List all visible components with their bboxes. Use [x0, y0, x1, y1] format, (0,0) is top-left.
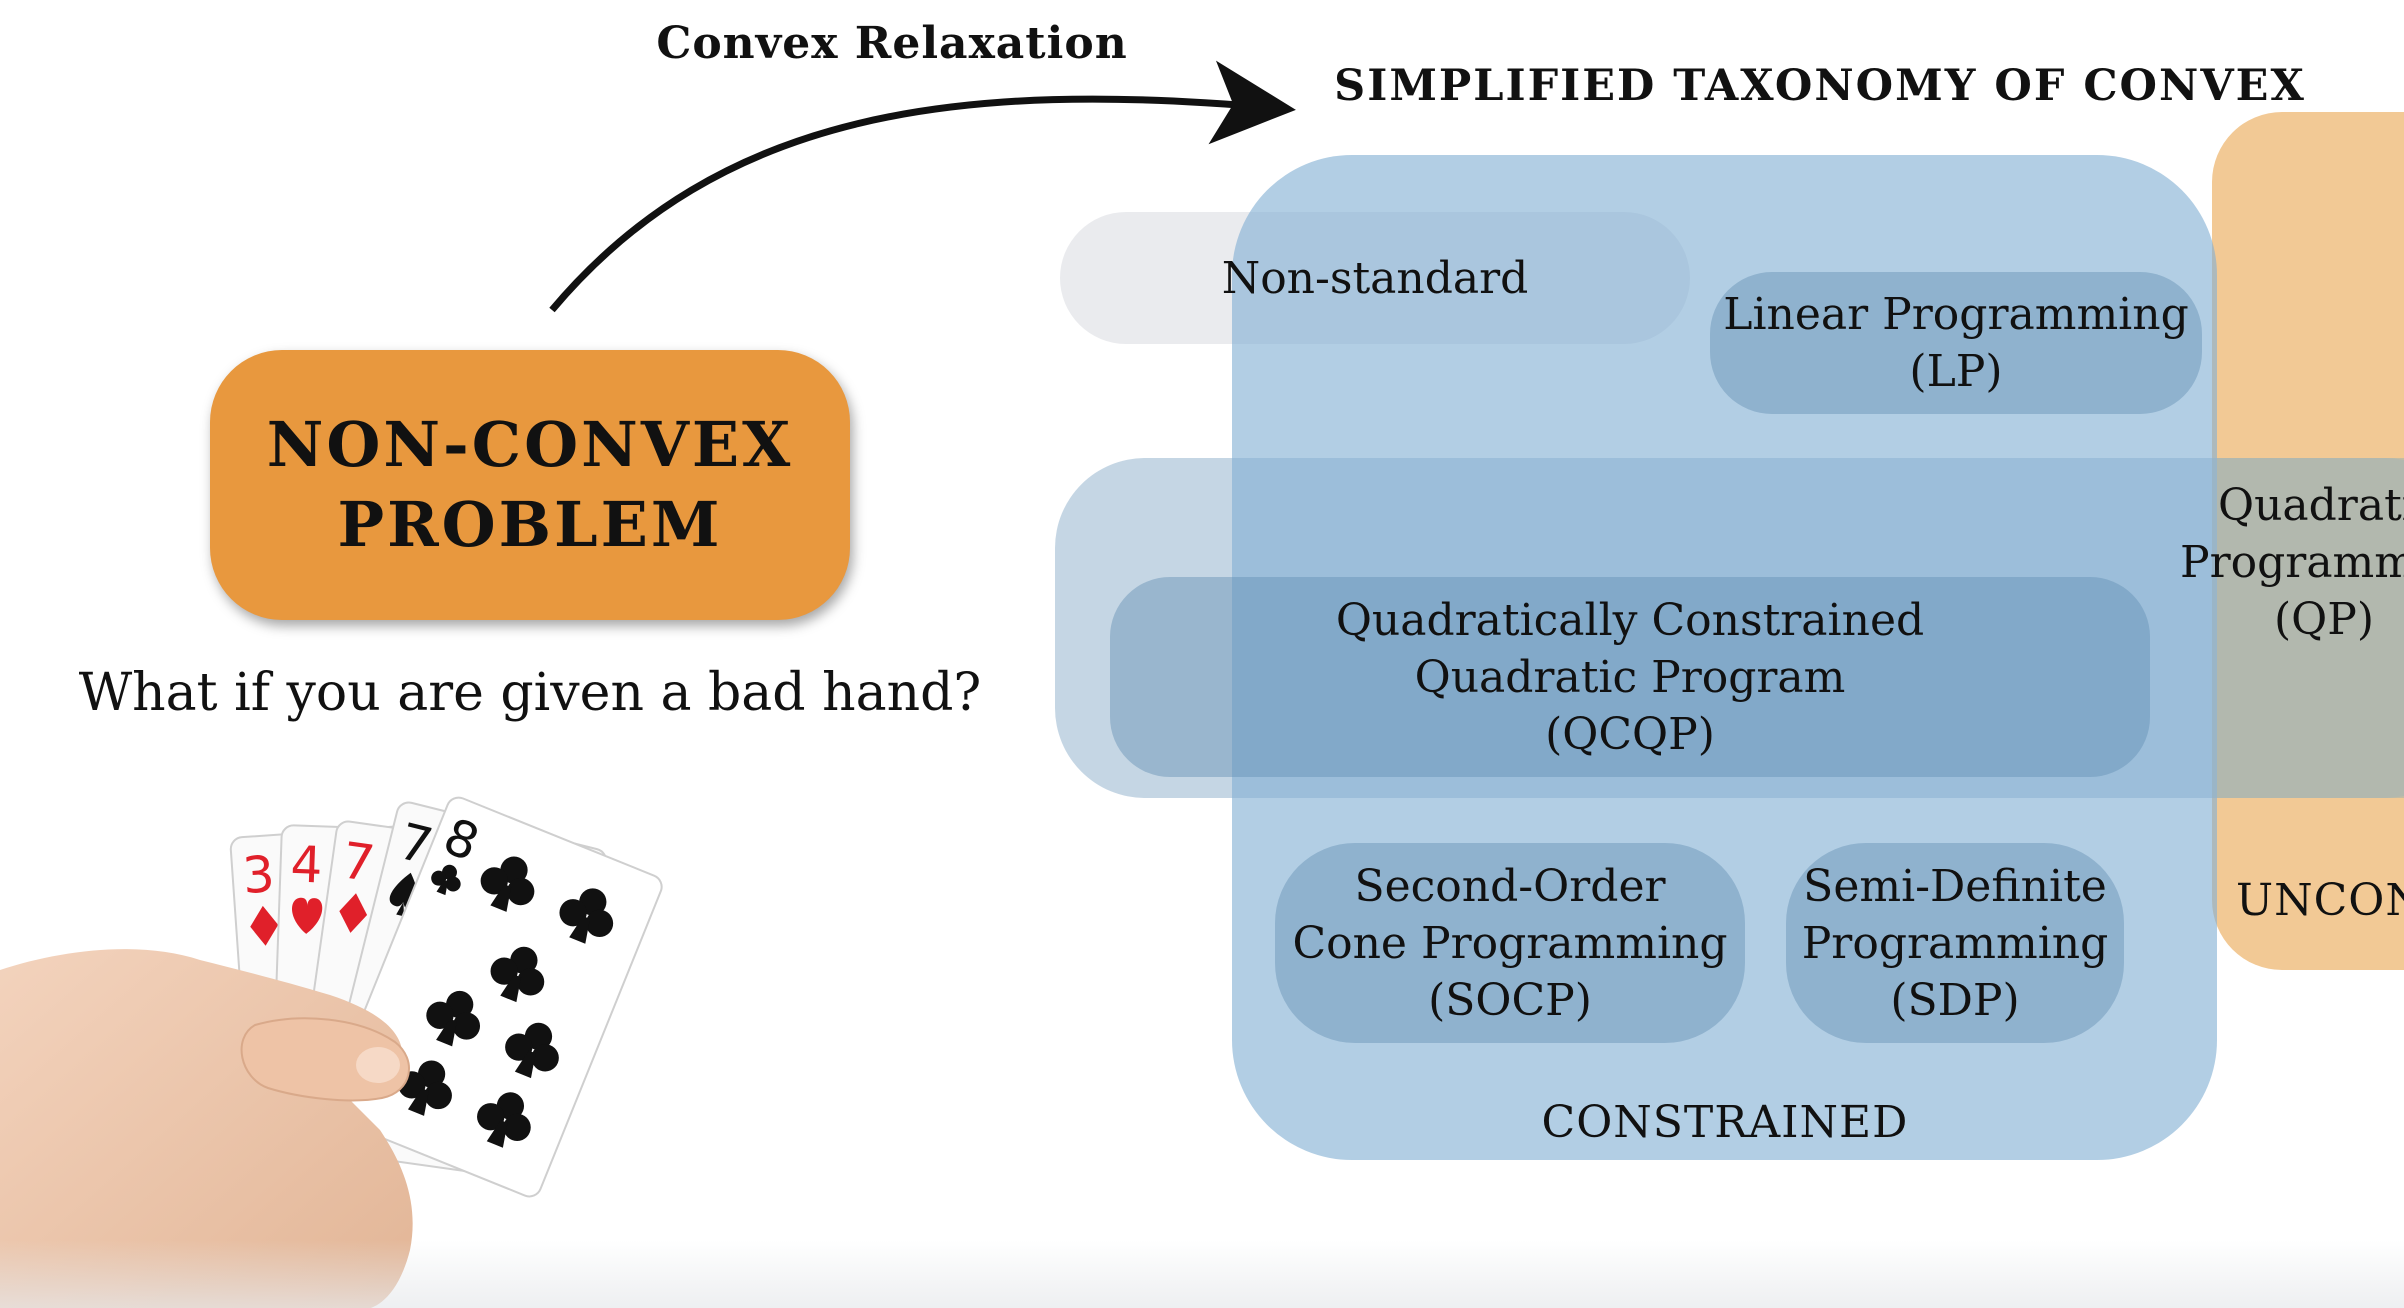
non-convex-problem-box: NON-CONVEX PROBLEM: [210, 350, 850, 620]
unconstrained-label: UNCON: [2236, 874, 2404, 926]
non-standard-label: Non-standard: [1221, 252, 1529, 304]
qcqp-line-3: (QCQP): [1545, 708, 1715, 760]
card-4-rank: 4: [290, 835, 324, 894]
socp-line-2: Cone Programming: [1292, 917, 1728, 969]
heart-icon: [292, 897, 323, 934]
sdp-line-2: Programming: [1801, 917, 2109, 969]
qp-line-3: (QP): [2274, 593, 2375, 645]
diamond-icon: [250, 905, 279, 946]
lp-line-1: Linear Programming: [1723, 289, 2189, 340]
taxonomy-title: SIMPLIFIED TAXONOMY OF CONVEX: [1334, 61, 2306, 111]
sdp-box: Semi-Definite Programming (SDP): [1786, 843, 2124, 1043]
socp-box: Second-Order Cone Programming (SOCP): [1275, 843, 1745, 1043]
sdp-line-3: (SDP): [1890, 974, 2020, 1026]
arrow-label: Convex Relaxation: [656, 17, 1128, 69]
bottom-fade: [0, 1240, 2404, 1308]
arrow-curve: [549, 60, 1296, 313]
thumbnail: [356, 1047, 400, 1083]
qcqp-line-2: Quadratic Program: [1414, 651, 1846, 703]
qp-label: Quadrati Programm (QP): [2172, 472, 2404, 652]
socp-line-1: Second-Order: [1354, 860, 1666, 912]
problem-line-2: PROBLEM: [337, 488, 723, 561]
lp-line-2: (LP): [1909, 346, 2003, 397]
qp-overlap-region: [2217, 458, 2404, 798]
qp-line-2: Programm: [2180, 536, 2404, 588]
problem-line-1: NON-CONVEX: [266, 408, 794, 481]
card-3-rank: 3: [241, 845, 277, 905]
constrained-label: CONSTRAINED: [1541, 1096, 1909, 1148]
card-8-clubs: 8: [325, 796, 663, 1198]
lp-box: Linear Programming (LP): [1710, 272, 2202, 414]
diamond-icon: [339, 893, 368, 933]
hand-of-cards-illustration: 3 4 7 7 8: [0, 796, 663, 1308]
constrained-region: [1232, 155, 2217, 1160]
bad-hand-question: What if you are given a bad hand?: [78, 662, 982, 723]
qp-line-1: Quadrati: [2218, 479, 2404, 531]
sdp-line-1: Semi-Definite: [1803, 860, 2107, 912]
qcqp-line-1: Quadratically Constrained: [1335, 594, 1925, 646]
socp-line-3: (SOCP): [1428, 974, 1592, 1026]
qcqp-box: Quadratically Constrained Quadratic Prog…: [1110, 577, 2150, 777]
